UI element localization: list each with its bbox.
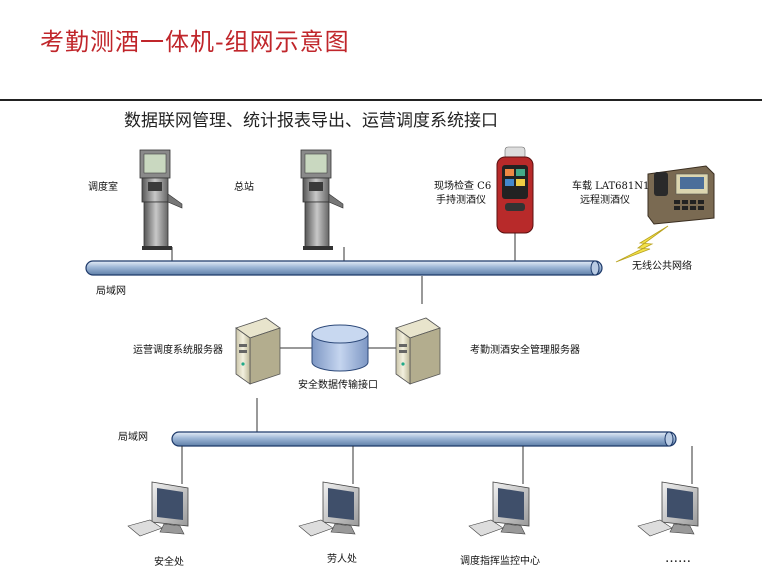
label-ops-server: 运营调度系统服务器 [133,345,223,356]
label-lan-top: 局域网 [96,286,126,297]
label-head-station: 总站 [234,182,254,193]
server-connectors [256,347,400,432]
pc-dispatch-monitoring-center [468,481,530,537]
vehicle-tester-device [647,165,715,225]
page-title: 考勤测酒一体机-组网示意图 [40,28,350,56]
pc-labor-office [298,481,360,537]
dispatch-room-kiosk [139,149,183,250]
database-cylinder [311,324,369,372]
pc-more [637,481,699,537]
bottom-lan-bus [171,431,677,447]
label-client-dispatch-center: 调度指挥监控中心 [460,556,540,567]
handheld-tester-device [496,146,534,234]
attendance-management-server [395,317,441,385]
head-station-kiosk [300,149,344,250]
label-wireless-network: 无线公共网络 [632,261,692,272]
ops-dispatch-server [235,317,281,385]
wireless-lightning-icon [615,225,669,263]
title-divider [0,99,762,101]
pc-safety-office [127,481,189,537]
label-lan-bottom: 局域网 [118,432,148,443]
label-vehicle-line2: 远程测酒仪 [580,195,630,206]
label-vehicle-line1: 车载 LAT681N1 [572,181,650,192]
bottom-connectors [181,446,693,484]
top-lan-bus [85,260,603,276]
label-client-labor: 劳人处 [327,554,357,565]
label-attendance-server: 考勤测酒安全管理服务器 [470,345,580,356]
label-client-safety: 安全处 [154,557,184,568]
label-handheld-line2: 手持测酒仪 [436,195,486,206]
label-db-interface: 安全数据传输接口 [298,380,378,391]
label-client-more: …… [665,551,691,566]
diagram-subtitle: 数据联网管理、统计报表导出、运营调度系统接口 [124,111,498,131]
label-handheld-line1: 现场检查 C6 [434,181,492,192]
label-dispatch-room: 调度室 [88,182,118,193]
